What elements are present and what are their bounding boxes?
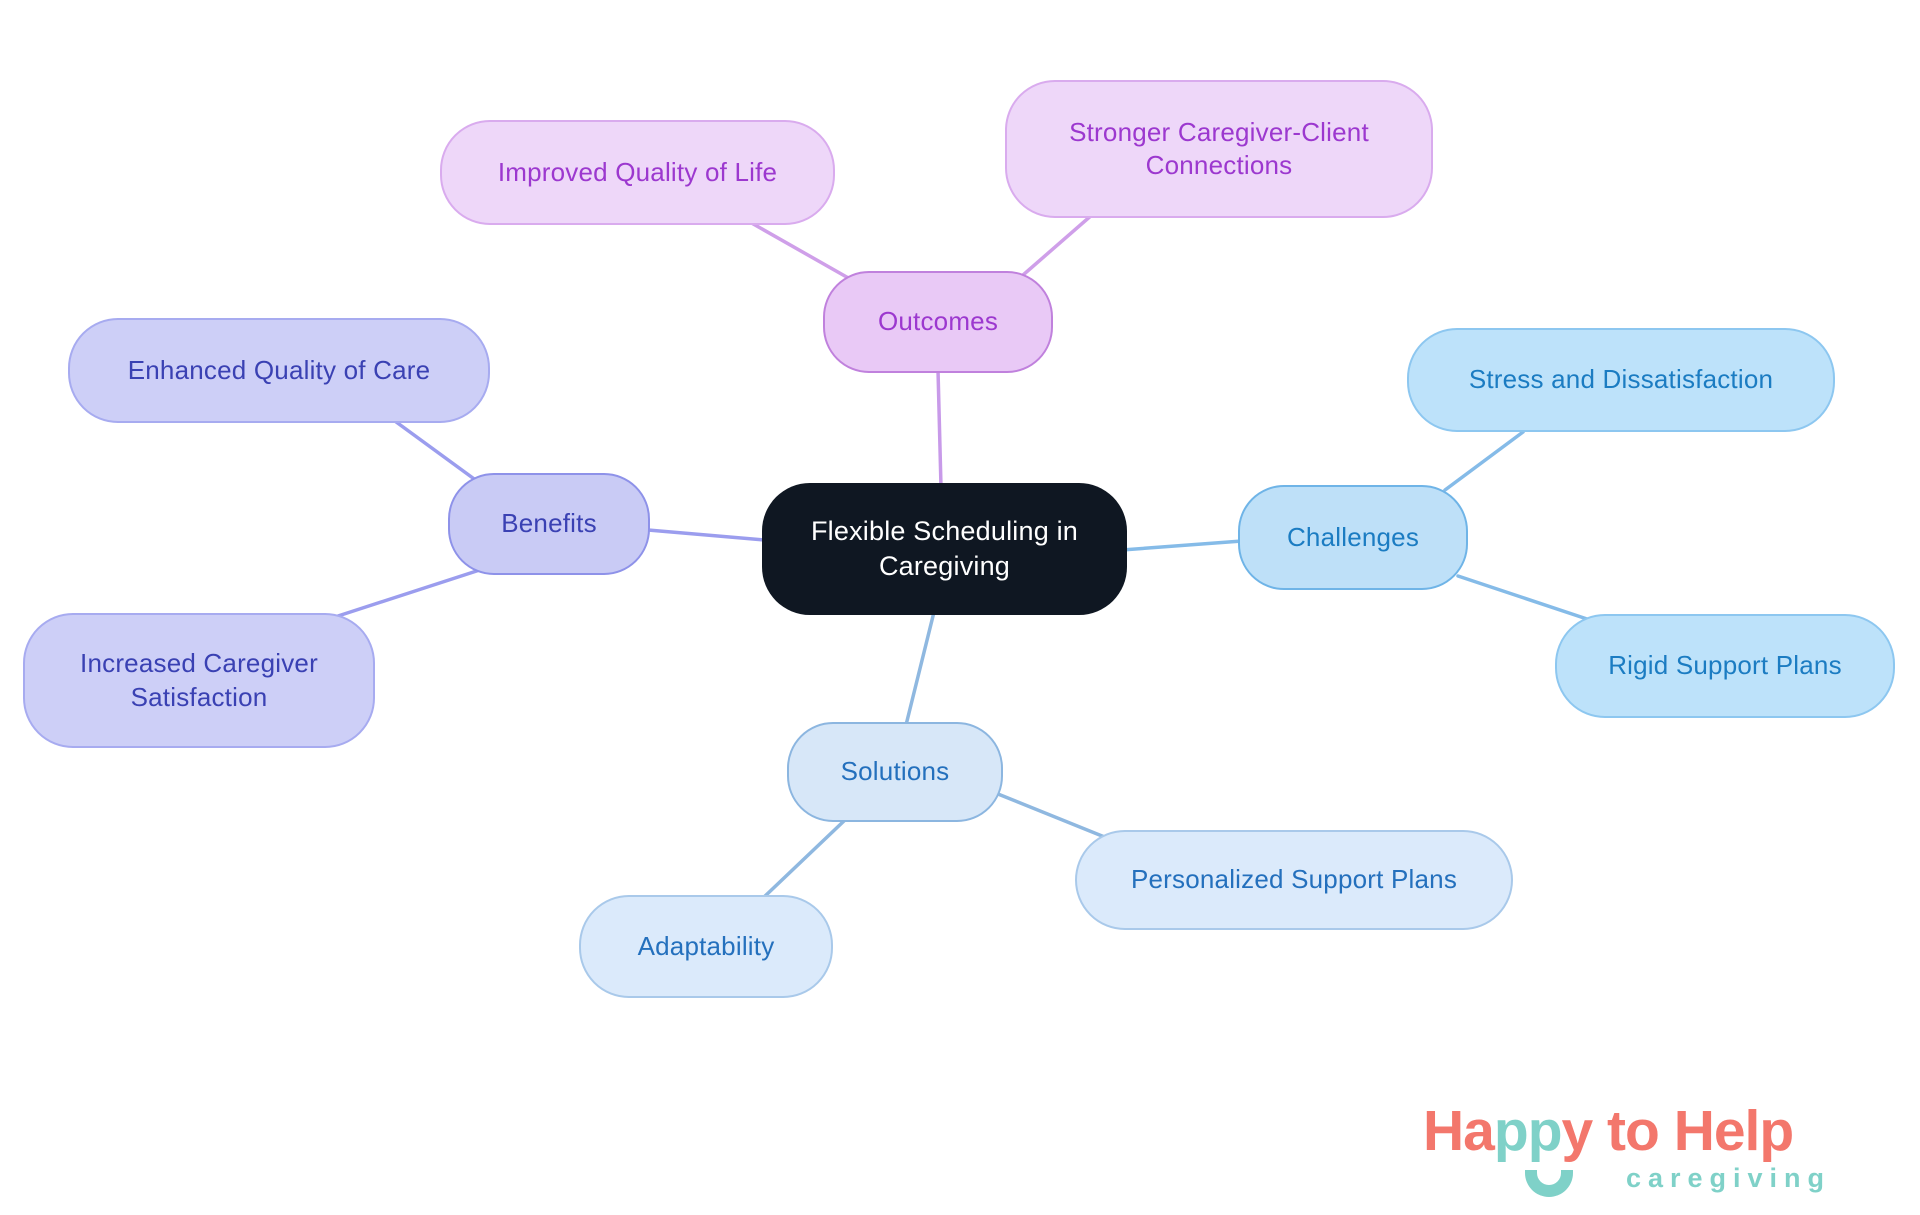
edge-central-benefits <box>646 528 767 542</box>
edge-central-challenges <box>1120 539 1244 552</box>
node-increased-caregiver-satisfaction: Increased Caregiver Satisfaction <box>23 613 375 748</box>
node-central-topic: Flexible Scheduling in Caregiving <box>762 483 1127 615</box>
node-challenges: Challenges <box>1238 485 1468 590</box>
node-stronger-caregiver-client-connections: Stronger Caregiver-Client Connections <box>1005 80 1433 218</box>
edge-central-solutions <box>904 610 936 727</box>
node-stress-and-dissatisfaction: Stress and Dissatisfaction <box>1407 328 1835 432</box>
happy-to-help-logo: Happy to Help caregiving <box>1423 1103 1873 1208</box>
edge-solutions-adaptability <box>761 818 847 900</box>
edge-challenges-stress <box>1443 430 1525 492</box>
node-personalized-support-plans: Personalized Support Plans <box>1075 830 1513 930</box>
edge-challenges-rigid <box>1456 574 1595 623</box>
smile-icon <box>1525 1170 1573 1197</box>
edge-outcomes-stronger <box>1013 212 1095 284</box>
node-improved-quality-of-life: Improved Quality of Life <box>440 120 835 225</box>
edge-benefits-increased <box>336 564 494 618</box>
node-enhanced-quality-of-care: Enhanced Quality of Care <box>68 318 490 423</box>
node-outcomes: Outcomes <box>823 271 1053 373</box>
logo-wordmark: Happy to Help <box>1423 1103 1873 1160</box>
node-adaptability: Adaptability <box>579 895 833 998</box>
edge-solutions-personalized <box>996 792 1114 842</box>
node-benefits: Benefits <box>448 473 650 575</box>
logo-text-ha: Ha <box>1423 1099 1495 1163</box>
node-rigid-support-plans: Rigid Support Plans <box>1555 614 1895 718</box>
logo-text-pp: pp <box>1493 1099 1563 1163</box>
logo-subtitle: caregiving <box>1625 1163 1831 1193</box>
edge-central-outcomes <box>936 368 943 489</box>
node-solutions: Solutions <box>787 722 1003 822</box>
logo-text-y-to-help: y to Help <box>1561 1099 1795 1163</box>
